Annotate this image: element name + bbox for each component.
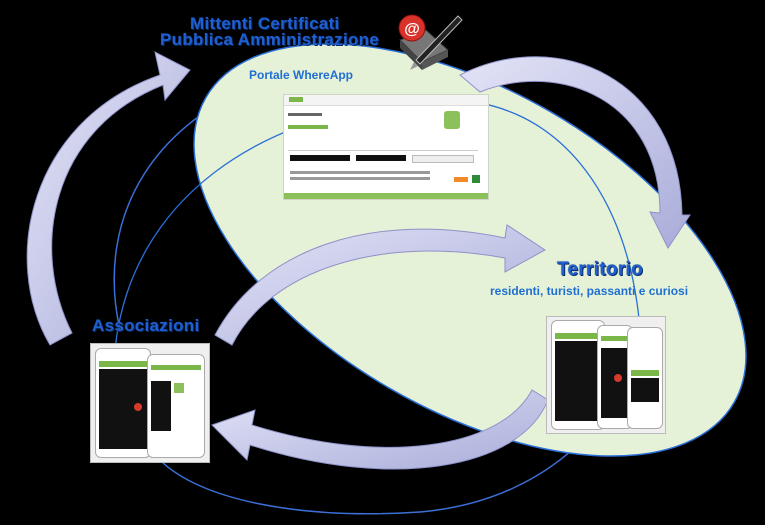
portal-row-2: [290, 177, 430, 180]
territory-phone-2-header: [601, 336, 629, 341]
senders-title-line2: Pubblica Amministrazione: [160, 30, 380, 49]
portal-label: Portale WhereApp: [249, 68, 354, 82]
certified-mail-pen-icon: @: [398, 14, 463, 70]
territory-phone-1-list: [555, 341, 601, 421]
portal-header-bar: [284, 95, 488, 106]
associations-phone-1: [95, 348, 151, 458]
arrow-territory-to-associations: [211, 389, 549, 470]
svg-text:@: @: [404, 21, 420, 38]
portal-shield-logo: [444, 111, 460, 129]
territory-phone-2-list: [601, 348, 629, 418]
territory-phone-2-red-badge: [614, 374, 622, 382]
phone-2-list: [151, 381, 171, 431]
portal-orange-button: [454, 177, 468, 182]
phone-1-red-badge: [134, 403, 142, 411]
associations-title: Associazioni: [92, 316, 200, 335]
territory-phone-1: [551, 320, 605, 430]
arrow-senders-to-territory: [459, 56, 691, 249]
phone-2-header: [151, 365, 201, 370]
portal-green-button: [288, 125, 328, 129]
arrow-associations-to-territory: [214, 224, 546, 346]
portal-field-1: [290, 155, 350, 161]
territory-subtitle: residenti, turisti, passanti e curiosi: [490, 284, 689, 298]
territory-phone-3-list: [631, 378, 659, 402]
territory-phones-panel: [546, 316, 666, 434]
arrow-associations-to-senders: [26, 51, 191, 346]
portal-footer-bar: [284, 193, 488, 199]
phone-1-header: [99, 361, 147, 367]
associations-phones-panel: [90, 343, 210, 463]
portal-heading-line: [288, 113, 322, 116]
portal-divider: [288, 150, 478, 151]
senders-title-line1: Mittenti Certificati: [190, 14, 340, 33]
portal-field-3: [412, 155, 474, 163]
portal-green-square: [472, 175, 480, 183]
portal-row-1: [290, 171, 430, 174]
associations-phone-2: [147, 354, 205, 458]
territory-title: Territorio: [557, 259, 644, 280]
phone-2-icon: [174, 383, 184, 393]
portal-logo: [289, 97, 303, 102]
territory-phone-1-header: [555, 333, 601, 339]
portal-screenshot: [283, 94, 489, 200]
territory-phone-3: [627, 327, 663, 429]
portal-field-2: [356, 155, 406, 161]
territory-phone-3-header: [631, 370, 659, 376]
